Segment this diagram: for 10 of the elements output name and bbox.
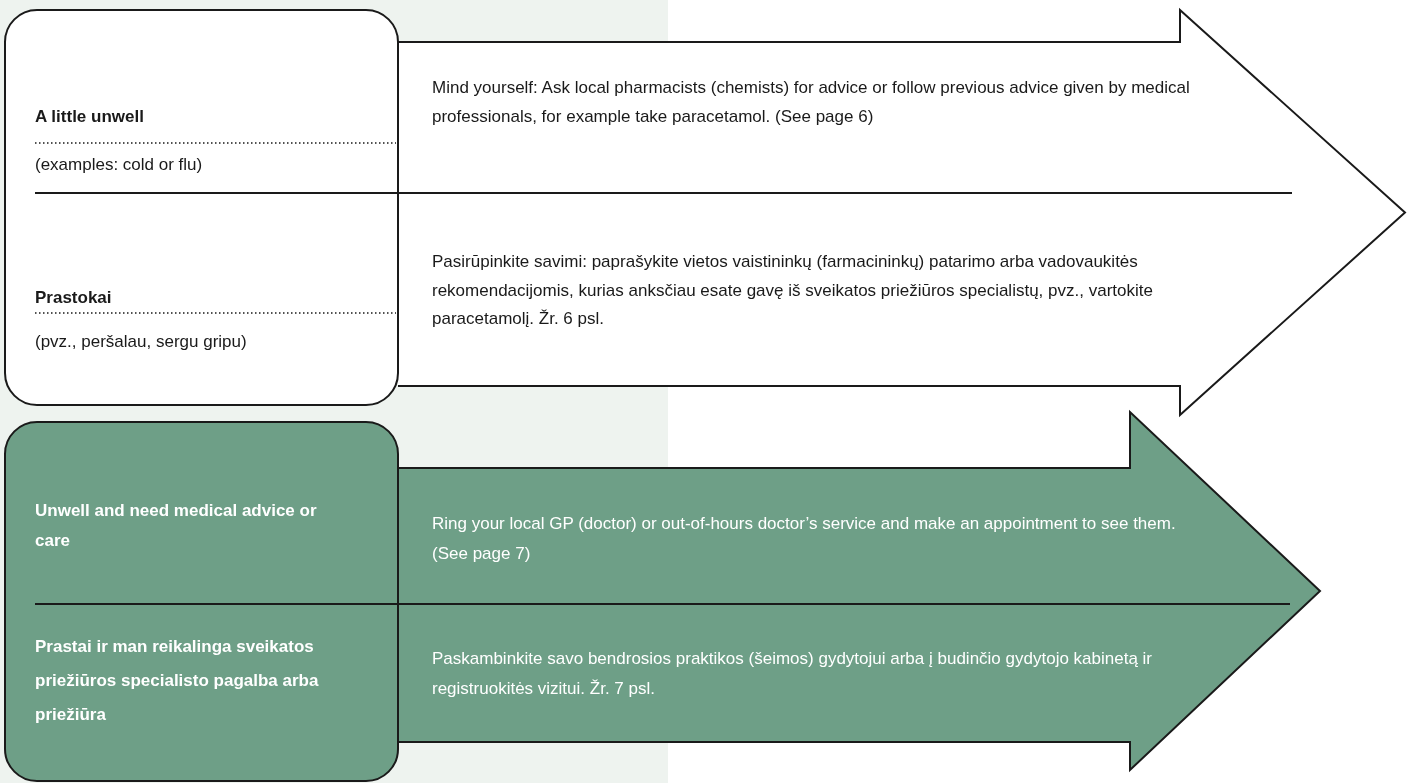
advice-text: Mind yourself: Ask local pharmacists (chemists) for advice or follow previous advice given by medical professionals, for example take paracetamol. (See page 6) <box>432 77 1191 128</box>
advice-text: Paskambinkite savo bendrosios praktikos (šeimos) gydytojui arba į budinčio gydytojo kabinetą ir registruokitės vizitui. Žr. 7 psl. <box>432 648 1154 700</box>
heading-text: Unwell and need medical advice or care <box>35 500 318 552</box>
heading-text: Prastai ir man reikalinga sveikatos priežiūros specialisto pagalba arba priežiūra <box>35 636 320 726</box>
advice-text: Ring your local GP (doctor) or out-of-hours doctor’s service and make an appointment to see them. (See page 7) <box>432 513 1177 565</box>
heading-text: Prastokai <box>35 287 113 309</box>
example-text: (examples: cold or flu) <box>35 154 204 176</box>
advice-text: Pasirūpinkite savimi: paprašykite vietos vaistininkų (farmacininkų) patarimo arba vadovaukitės rekomendacijomis, kurias anksčiau esate gavę iš sveikatos priežiūros specialistų, pvz., vartokite paracetamolį. Žr. 6 psl. <box>432 251 1154 330</box>
example-text: (pvz., peršalau, sergu gripu) <box>35 331 248 353</box>
heading-text: A little unwell <box>35 106 145 128</box>
